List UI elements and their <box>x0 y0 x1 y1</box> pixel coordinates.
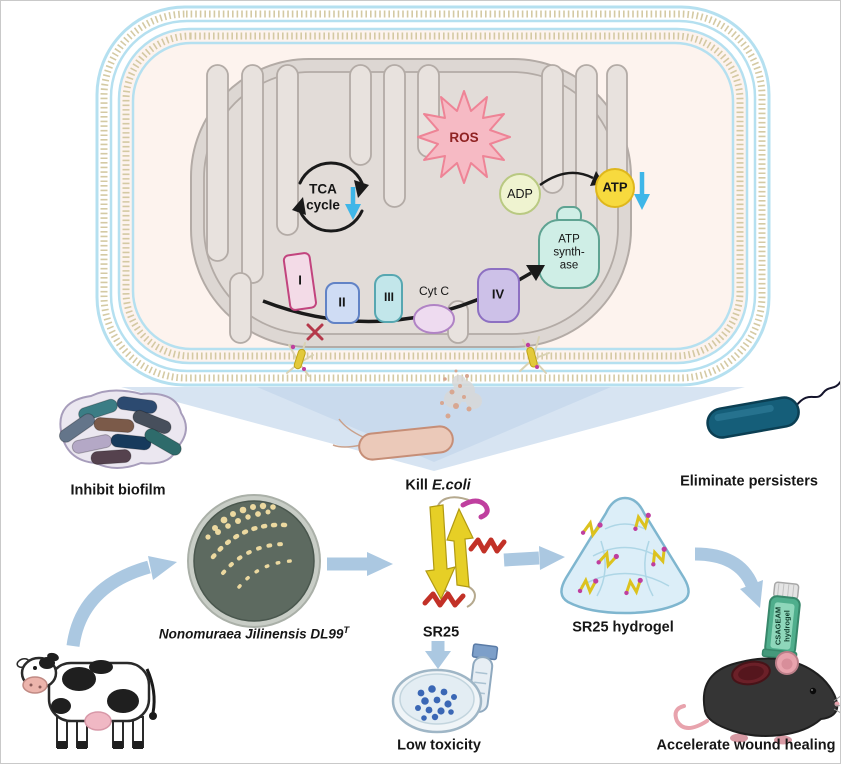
mouse-illustration <box>673 651 840 745</box>
cyt-c-shape <box>413 304 455 334</box>
adp-circle <box>499 173 541 215</box>
complex-ii-shape <box>325 282 360 324</box>
tca-down-arrow-icon <box>345 187 361 220</box>
tca-cycle-arrows <box>292 161 369 233</box>
strain-label: Nonomuraea Jilinensis DL99T <box>158 624 350 642</box>
membrane-disruption-spark <box>286 342 314 377</box>
inhibition-cross-icon <box>306 323 324 341</box>
arrow-dish-to-peptide <box>327 552 393 576</box>
complex-iii-shape <box>374 274 403 323</box>
cristae <box>206 64 628 344</box>
eliminate-persisters-label: Eliminate persisters <box>680 473 818 490</box>
adp-label: ADP <box>507 186 533 201</box>
kill-ecoli-label: Kill E.coli <box>405 478 470 495</box>
gel-peptides <box>577 512 667 596</box>
toxicity-dish-illustration <box>391 643 499 734</box>
hydrogel-illustration <box>560 496 690 615</box>
atp-down-arrow-icon <box>634 172 650 210</box>
arrow-cow-to-dish <box>66 556 177 648</box>
cyt-c-label: Cyt C <box>419 284 449 299</box>
tca-cycle-label: TCA cycle <box>306 181 340 212</box>
arrow-peptide-to-hydrogel <box>503 546 565 570</box>
ros-burst-icon <box>417 90 511 184</box>
arrow-peptide-to-toxicity <box>425 641 451 669</box>
persister-illustration <box>706 380 840 439</box>
complex-iii-label: III <box>383 290 395 305</box>
sr25-label: SR25 <box>422 624 460 641</box>
mitochondrion <box>190 58 632 348</box>
low-toxicity-label: Low toxicity <box>397 737 481 754</box>
atp-synthase-shape <box>538 206 600 289</box>
cow-illustration <box>16 652 157 749</box>
strain-name: Nonomuraea Jilinensis DL99 <box>158 626 344 642</box>
wound-healing-label: Accelerate wound healing <box>656 737 836 754</box>
complex-iv-label: IV <box>491 286 505 302</box>
ecoli-illustration <box>332 369 482 461</box>
sr25-hydrogel-label: SR25 hydrogel <box>572 619 674 636</box>
strain-superscript: T <box>343 624 350 636</box>
complex-ii-label: II <box>338 294 346 310</box>
arrow-hydrogel-to-mouse <box>694 547 763 608</box>
petri-dish-illustration <box>187 494 321 628</box>
kill-ecoli-prefix: Kill <box>405 477 432 494</box>
tube-label: CSAGEAM hydrogel <box>773 606 792 646</box>
kill-ecoli-species: E.coli <box>431 477 471 494</box>
complex-iv-shape <box>477 268 520 323</box>
biofilm-illustration <box>58 389 187 469</box>
hydrogel-tube-illustration <box>761 581 801 661</box>
complex-i-shape <box>282 252 317 311</box>
ros-label: ROS <box>449 130 479 146</box>
protein-ribbon-illustration <box>422 496 507 608</box>
atp-synthase-label: ATP synth- ase <box>553 233 585 272</box>
atp-circle <box>595 168 635 208</box>
membrane-disruption-spark <box>519 336 550 374</box>
inhibit-biofilm-label: Inhibit biofilm <box>70 482 166 499</box>
atp-label: ATP <box>602 179 628 195</box>
complex-i-label: I <box>298 272 302 288</box>
